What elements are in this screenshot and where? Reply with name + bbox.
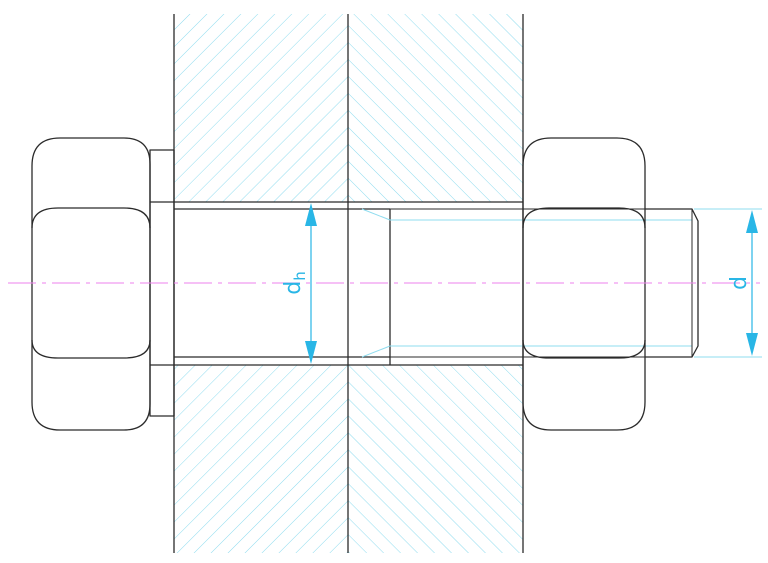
bolt-head-flat-upper xyxy=(31,207,151,229)
d-label: d xyxy=(727,276,752,290)
thread-start-slant-bottom xyxy=(361,345,391,358)
dh-arrow-bottom xyxy=(305,341,317,364)
left-plate-upper-hatch xyxy=(174,14,348,202)
hole-diameter-dimension: dh xyxy=(281,203,317,364)
nut xyxy=(522,137,646,431)
bolt-head-flat-lower xyxy=(31,339,151,359)
bolt-end-chamfer xyxy=(645,208,699,358)
nut-outline xyxy=(522,137,646,431)
right-plate-lower-hatch xyxy=(348,365,523,553)
bolt-diameter-dimension: d xyxy=(694,208,762,358)
bolt-head xyxy=(31,137,151,431)
dh-label: dh xyxy=(281,271,309,294)
bolt-head-outline xyxy=(31,137,151,431)
nut-flat-lower xyxy=(522,339,646,359)
dh-arrow-top xyxy=(305,203,317,226)
left-plate-lower-hatch xyxy=(174,365,348,553)
dh-subscript: h xyxy=(291,271,309,281)
d-arrow-top xyxy=(746,210,758,233)
d-arrow-bottom xyxy=(746,333,758,356)
thread-start-slant-top xyxy=(361,208,391,221)
nut-flat-upper xyxy=(522,207,646,229)
bolt-shank xyxy=(174,208,699,365)
right-plate-upper-hatch xyxy=(348,14,523,202)
